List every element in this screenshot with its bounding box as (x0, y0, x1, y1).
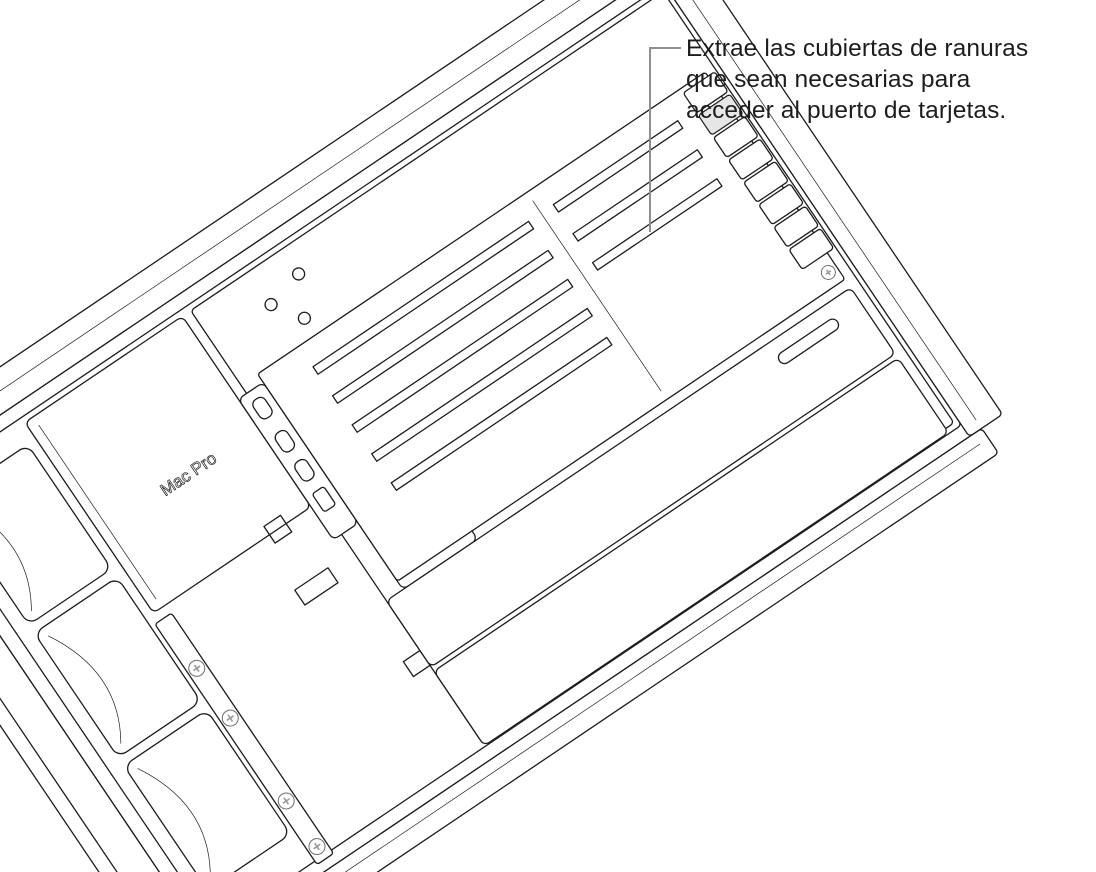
chassis: Mac Pro (0, 0, 1002, 872)
pcie-slots (312, 120, 723, 491)
callout-line-2: que sean necesarias para (686, 66, 971, 93)
screw (308, 838, 326, 856)
callout-line-3: acceder al puerto de tarjetas. (686, 97, 1007, 124)
screw (188, 659, 206, 677)
screw (277, 792, 295, 810)
callout-line-1: Extrae las cubiertas de ranuras (686, 35, 1029, 62)
callout-leader-line (649, 47, 681, 232)
screw (221, 709, 239, 727)
slot-covers (683, 72, 836, 280)
callout-label: Extrae las cubiertas de ranuras que sean… (686, 33, 1096, 126)
pci-slot-cover (698, 94, 743, 135)
